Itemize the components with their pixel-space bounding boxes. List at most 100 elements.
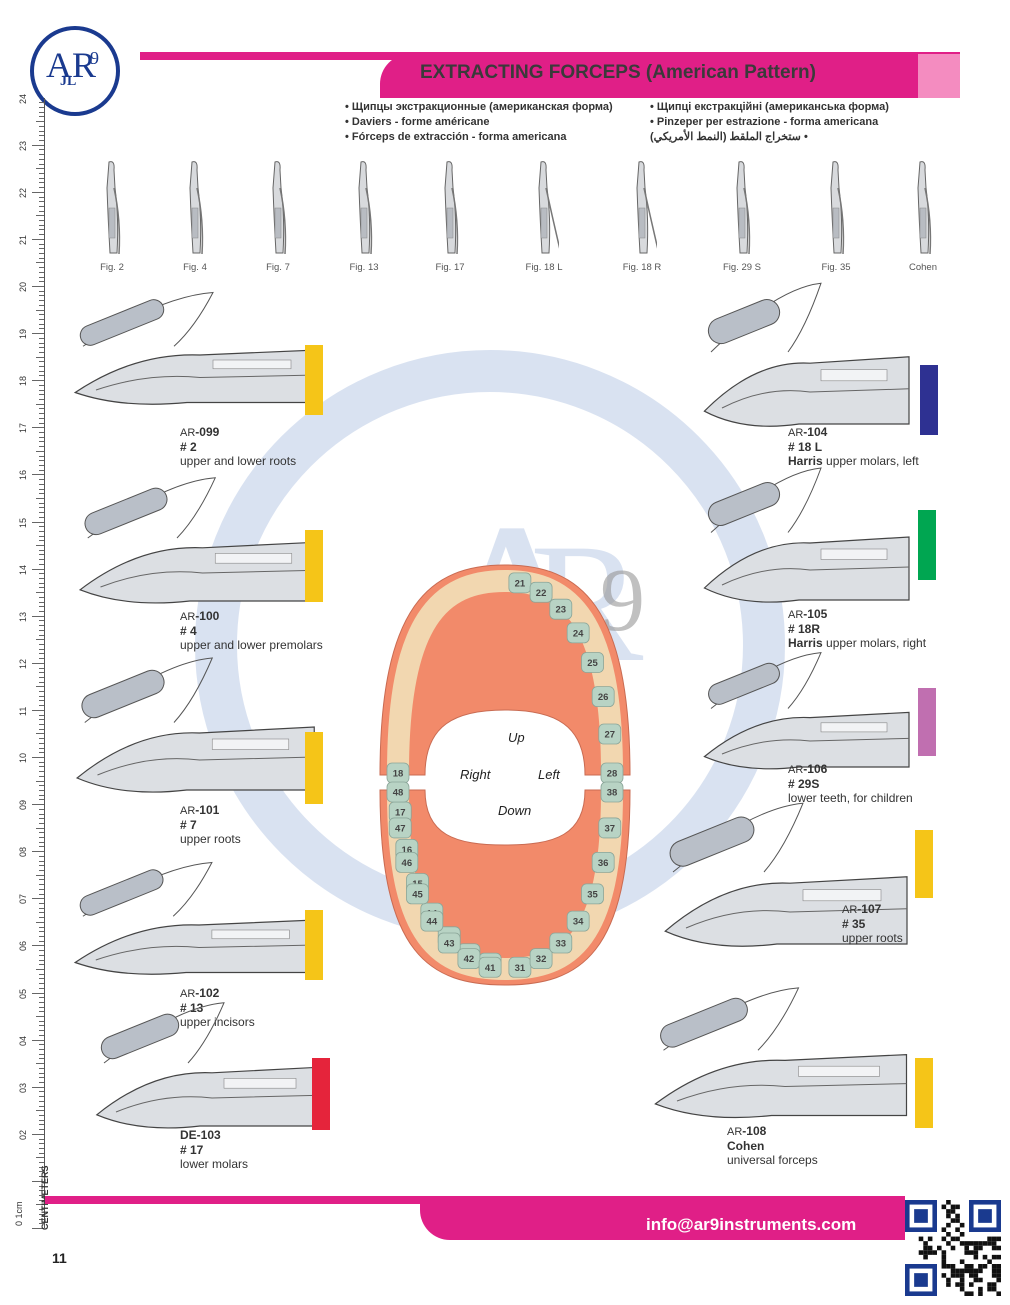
ruler-tick: [39, 234, 44, 236]
product-prefix: AR: [842, 904, 858, 916]
ruler-tick: [39, 163, 44, 165]
tooth: [420, 910, 444, 932]
product-figure: # 35: [842, 917, 866, 931]
tooth-number: 28: [607, 769, 618, 780]
ruler-tick: [39, 822, 44, 824]
ruler-tick: [39, 832, 44, 834]
tooth-number: 34: [573, 917, 584, 928]
ruler-tick: [39, 1077, 44, 1079]
ruler-tick: [39, 653, 44, 655]
product-color-tab: [305, 732, 323, 804]
ruler-tick: [39, 290, 44, 292]
product-desc-text: upper molars, left: [822, 454, 919, 468]
product-desc-text: upper incisors: [180, 1015, 255, 1029]
ruler-tick: [39, 422, 44, 424]
tooth: [549, 932, 573, 954]
ruler-tick: [39, 281, 44, 283]
ruler-tick: [36, 1016, 44, 1018]
ruler-tick: [36, 874, 44, 876]
product-prefix: AR: [180, 988, 196, 1000]
forceps-icon: [703, 282, 910, 427]
ruler-tick: [39, 342, 44, 344]
product-prefix: AR: [180, 805, 196, 817]
ruler-tick: [39, 954, 44, 956]
ruler-tick: [39, 182, 44, 184]
contact-email[interactable]: info@ar9instruments.com: [646, 1215, 857, 1234]
figure-thumbnail: Fig. 35: [806, 158, 866, 273]
ruler-tick: [32, 333, 44, 335]
ruler-tick: [39, 375, 44, 377]
ruler-tick: [39, 139, 44, 141]
ruler-number: 20: [18, 281, 28, 292]
ruler-tick: [39, 116, 44, 118]
figure-thumbnail: Fig. 17: [420, 158, 480, 273]
ruler-number: 16: [18, 470, 28, 481]
ruler-tick: [39, 554, 44, 556]
product-color-tab: [305, 345, 323, 415]
ruler-tick: [39, 488, 44, 490]
product-code: DE-103: [180, 1128, 248, 1143]
product-desc-bold: Harris: [788, 454, 823, 468]
product-description: Harris upper molars, right: [788, 636, 926, 650]
ruler-tick: [39, 248, 44, 250]
tooth-number: 47: [395, 823, 406, 834]
ruler-tick: [39, 479, 44, 481]
forceps-thumbnail-icon: [538, 161, 559, 254]
tooth: [457, 948, 481, 970]
ruler-tick: [36, 592, 44, 594]
ruler-tick: [39, 1105, 44, 1107]
ruler-tick: [39, 111, 44, 113]
ruler-number: 22: [18, 187, 28, 198]
tooth: [478, 956, 502, 978]
product-illustration: [92, 1000, 332, 1140]
ruler-tick: [32, 709, 44, 711]
tooth-number: 44: [427, 917, 438, 928]
tooth: [598, 723, 622, 745]
ruler-number: 05: [18, 988, 28, 999]
product-desc-text: upper roots: [842, 931, 903, 945]
ruler-tick: [39, 102, 44, 104]
ruler-tick: [36, 639, 44, 641]
product-color-tab: [305, 530, 323, 602]
ruler-tick: [32, 474, 44, 476]
ruler-tick: [39, 771, 44, 773]
ruler-tick: [32, 615, 44, 617]
figure-thumbnail: Fig. 18 L: [514, 158, 574, 273]
ruler-tick: [39, 620, 44, 622]
product-description: lower molars: [180, 1157, 248, 1171]
product-color-tab: [920, 365, 938, 435]
product-code: AR-104: [788, 425, 919, 440]
product-prefix: AR: [788, 764, 804, 776]
ruler-tick: [39, 1049, 44, 1051]
ruler-tick: [36, 262, 44, 264]
ruler-tick: [39, 446, 44, 448]
product-code: AR-106: [788, 762, 913, 777]
tooth: [581, 652, 604, 673]
logo-sub: JL: [60, 74, 77, 89]
label-right: Right: [460, 767, 492, 782]
footer-stripe: [45, 1196, 905, 1204]
forceps-icon: [75, 657, 315, 793]
ruler-tick: [39, 441, 44, 443]
product-number: DE-103: [180, 1128, 221, 1142]
ruler-tick: [39, 1011, 44, 1013]
ruler-tick: [39, 681, 44, 683]
ruler-tick: [36, 1063, 44, 1065]
ruler-tick: [39, 351, 44, 353]
ruler-tick: [39, 1147, 44, 1149]
ruler-tick: [39, 1030, 44, 1032]
ruler-tick: [39, 1213, 44, 1215]
ruler-tick: [39, 601, 44, 603]
ruler-tick: [39, 526, 44, 528]
ruler-tick: [39, 493, 44, 495]
figure-caption: Fig. 35: [821, 262, 851, 273]
figure-thumbnail: Fig. 2: [82, 158, 142, 273]
ruler-tick: [39, 210, 44, 212]
ruler-tick: [39, 328, 44, 330]
ruler-tick: [39, 507, 44, 509]
qr-code[interactable]: [905, 1200, 1001, 1296]
page-title: EXTRACTING FORCEPS (American Pattern): [420, 62, 816, 83]
lang-uk: • Щипці екстракційні (американська форма…: [650, 101, 889, 113]
ruler-tick: [39, 563, 44, 565]
